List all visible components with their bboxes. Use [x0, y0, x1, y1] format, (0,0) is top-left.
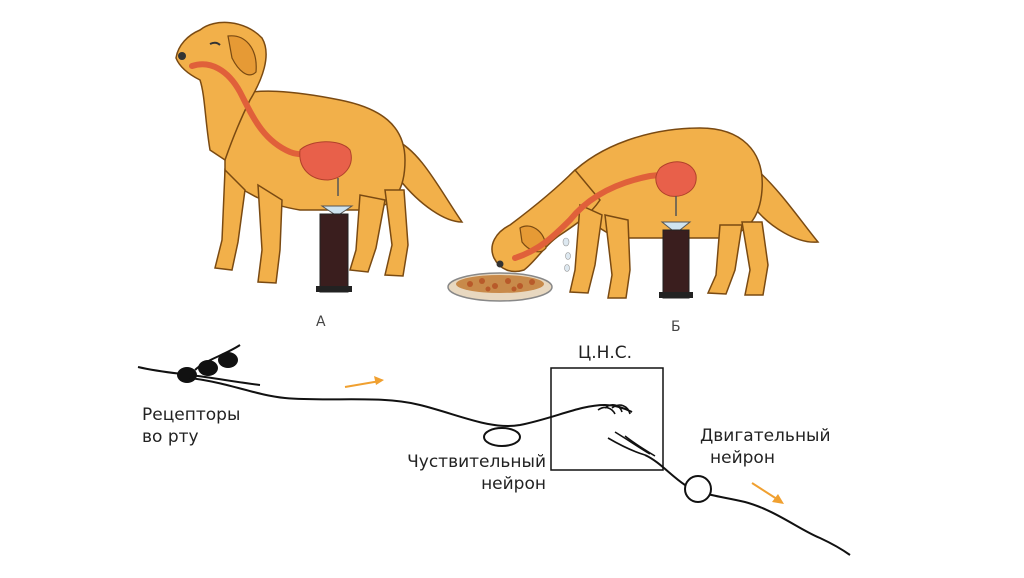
synapse-branch [597, 406, 616, 415]
motor-dendrite [607, 437, 646, 456]
motor-dendrite [624, 435, 656, 457]
sensory-label-line1: Чуствительный [407, 452, 546, 472]
sensory-label-line2: нейрон [481, 474, 546, 494]
dog-b-illustration [447, 127, 820, 302]
motor-label-line2: нейрон [710, 448, 775, 468]
receptor-cell [198, 360, 218, 376]
motor-neuron-body [684, 475, 712, 503]
dog-a-illustration [175, 21, 464, 293]
sensory-neuron-body [483, 427, 521, 447]
synapse-branch [604, 403, 623, 413]
receptor-branch [194, 344, 241, 371]
signal-arrow-motor [751, 482, 784, 504]
sensory-neuron-label: Чуствительный нейрон [396, 451, 546, 495]
cns-box [550, 367, 664, 471]
sensory-nerve-fiber [189, 377, 633, 427]
motor-neuron-label: Двигательный нейрон [700, 425, 831, 469]
synapse-branch [611, 404, 631, 415]
receptors-label: Рецепторы во рту [142, 404, 240, 448]
figure-label-b: Б [671, 319, 681, 335]
receptor-cell [177, 367, 197, 383]
signal-arrow-sensory [344, 376, 384, 388]
receptors-label-line1: Рецепторы [142, 405, 241, 425]
reflex-arc-diagram [137, 344, 851, 556]
receptors-label-line2: во рту [142, 427, 199, 447]
motor-nerve-fiber [644, 454, 851, 556]
motor-dendrite [614, 431, 651, 455]
cns-label: Ц.Н.С. [578, 343, 633, 363]
motor-label-line1: Двигательный [700, 426, 831, 446]
receptor-cell [218, 352, 238, 368]
figure-label-a: А [316, 314, 326, 330]
